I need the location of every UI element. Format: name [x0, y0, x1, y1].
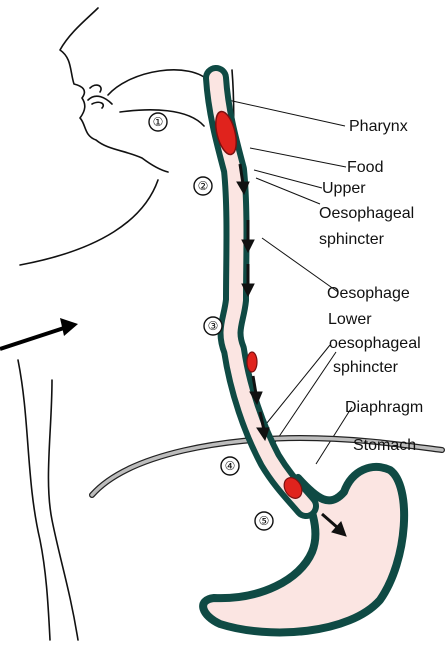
label-lower-sphincter-line2: oesophageal: [329, 335, 421, 352]
label-oesophage: Oesophage: [327, 285, 410, 302]
arm-line: [18, 360, 50, 640]
neck-front: [20, 180, 158, 265]
label-lower-sphincter-line3: sphincter: [333, 359, 399, 376]
food-bolus-oesophagus: [247, 352, 257, 372]
labels: Pharynx Food Upper Oesophageal sphincter…: [319, 118, 423, 454]
body-outline: [18, 8, 234, 640]
label-upper-sphincter-line3: sphincter: [319, 231, 385, 248]
label-pharynx: Pharynx: [349, 118, 408, 135]
stage-marker-2: ②: [194, 177, 212, 195]
label-stomach: Stomach: [353, 437, 416, 454]
stage-marker-4: ④: [221, 457, 239, 475]
stage-marker-3: ③: [204, 317, 222, 335]
pointer-arrow-icon: [0, 318, 78, 349]
svg-text:③: ③: [208, 319, 219, 333]
label-food: Food: [347, 159, 383, 176]
stage-marker-5: ⑤: [255, 512, 273, 530]
label-upper-sphincter-line2: Oesophageal: [319, 205, 414, 222]
palate: [108, 70, 210, 95]
svg-text:①: ①: [153, 115, 164, 129]
label-lower-sphincter-line1: Lower: [328, 311, 372, 328]
label-diaphragm: Diaphragm: [345, 399, 423, 416]
lip-upper: [90, 85, 101, 92]
shoulder-curve: [48, 380, 78, 640]
svg-text:④: ④: [225, 459, 236, 473]
lip-lower: [92, 102, 103, 108]
stage-markers: ① ② ③ ④ ⑤: [149, 113, 273, 530]
label-upper-sphincter-line1: Upper: [322, 180, 366, 197]
svg-text:⑤: ⑤: [259, 514, 270, 528]
svg-text:②: ②: [198, 179, 209, 193]
stage-marker-1: ①: [149, 113, 167, 131]
